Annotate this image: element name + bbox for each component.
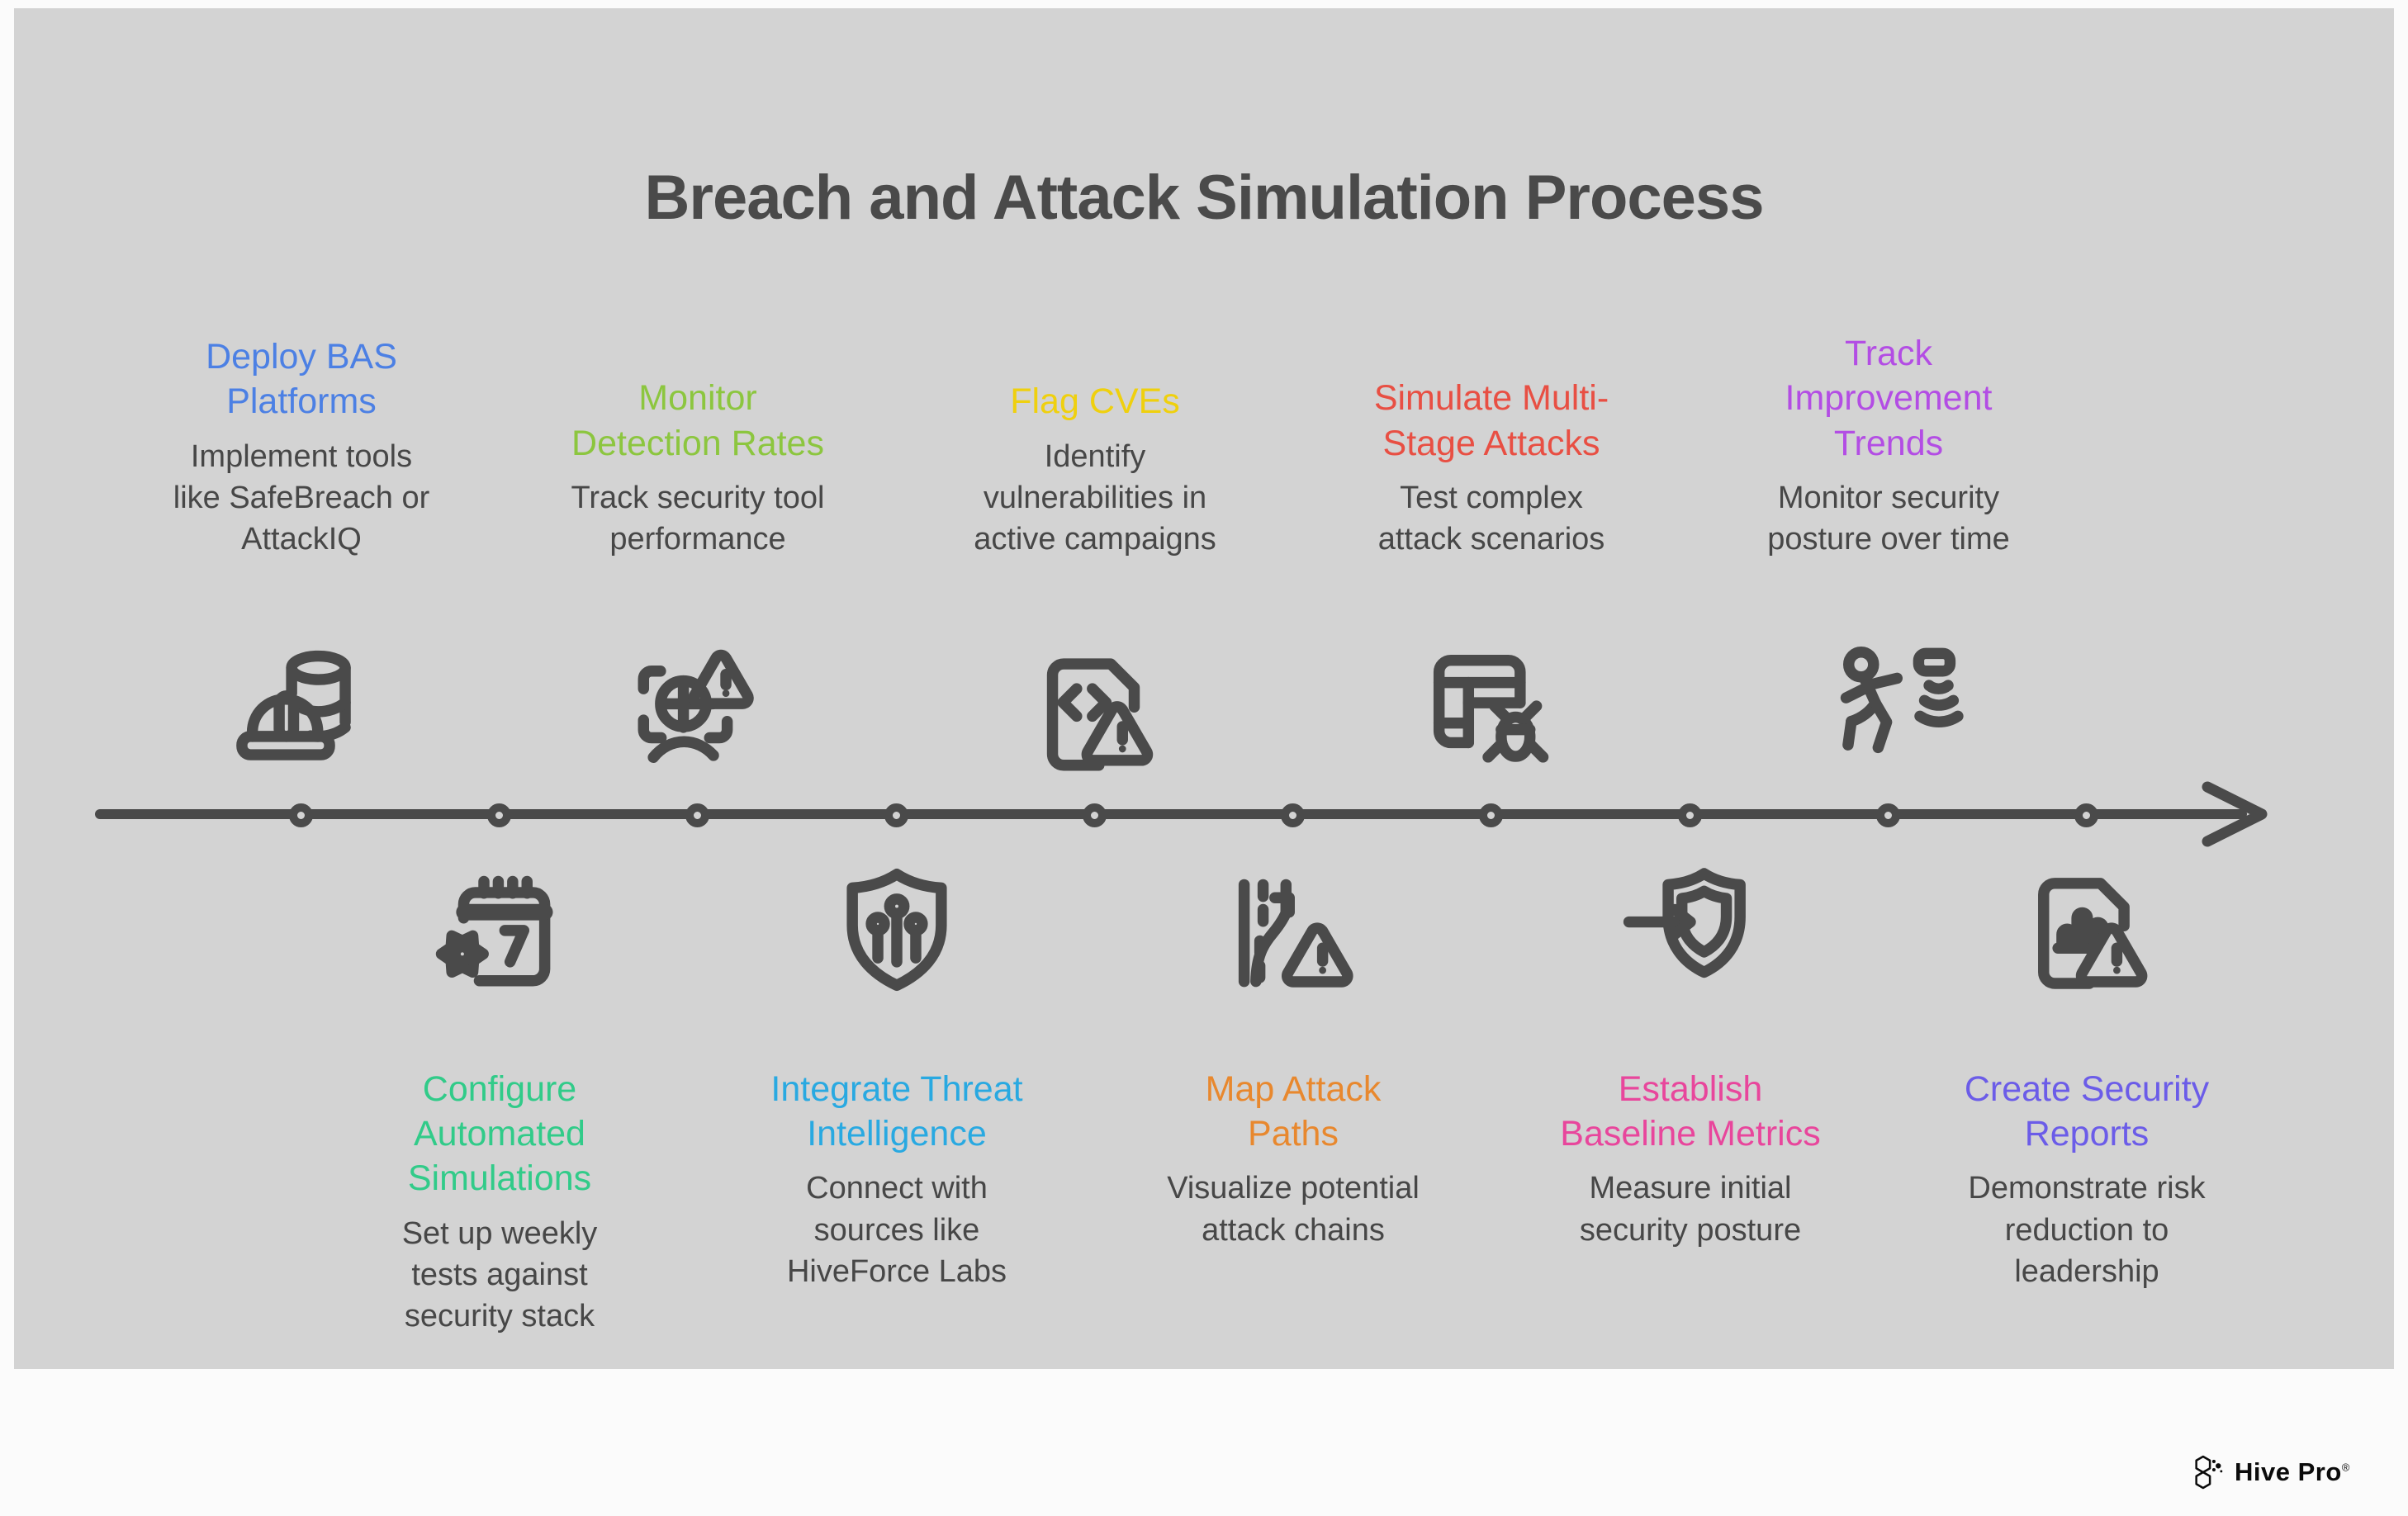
step-establish-baseline-metrics: Establish Baseline Metrics Measure initi… — [1513, 1067, 1868, 1251]
table-bug-icon — [1413, 634, 1570, 791]
step-description: Identify vulnerabilities in active campa… — [974, 438, 1216, 557]
step-description: Set up weekly tests against security sta… — [401, 1215, 598, 1334]
hivepro-hexagons-icon — [2195, 1455, 2223, 1490]
timeline-node — [1876, 803, 1900, 827]
step-title: Map Attack Paths — [1205, 1069, 1382, 1154]
step-description: Implement tools like SafeBreach or Attac… — [173, 438, 430, 557]
step-title: Integrate Threat Intelligence — [770, 1069, 1023, 1154]
timeline-node — [2074, 803, 2098, 827]
page-title: Breach and Attack Simulation Process — [644, 163, 1765, 233]
step-flag-cves: Flag CVEs Identify vulnerabilities in ac… — [917, 287, 1273, 560]
step-track-improvement-trends: Track Improvement Trends Monitor securit… — [1711, 287, 2066, 560]
step-simulate-multi-stage-attacks: Simulate Multi- Stage Attacks Test compl… — [1314, 287, 1669, 560]
timeline-node — [487, 803, 511, 827]
hardhat-database-icon — [223, 636, 380, 793]
timeline-node — [1678, 803, 1702, 827]
step-description: Visualize potential attack chains — [1167, 1171, 1420, 1248]
step-description: Demonstrate risk reduction to leadership — [1968, 1171, 2206, 1289]
code-file-alert-icon — [1017, 636, 1173, 793]
step-description: Connect with sources like HiveForce Labs — [786, 1171, 1007, 1289]
timeline-node — [685, 803, 709, 827]
step-title: Establish Baseline Metrics — [1560, 1069, 1821, 1154]
report-chart-alert-icon — [2008, 855, 2165, 1011]
step-map-attack-paths: Map Attack Paths Visualize potential att… — [1116, 1067, 1471, 1251]
registered-mark: ® — [2341, 1461, 2350, 1474]
step-configure-automated-simulations: Configure Automated Simulations Set up w… — [322, 1067, 677, 1337]
step-title: Configure Automated Simulations — [407, 1069, 592, 1199]
timeline-node — [1083, 803, 1107, 827]
attack-path-alert-icon — [1215, 855, 1372, 1011]
step-title: Deploy BAS Platforms — [206, 337, 397, 422]
timeline-node — [884, 803, 908, 827]
timeline-node — [1479, 803, 1503, 827]
timeline-node — [289, 803, 313, 827]
step-title: Track Improvement Trends — [1785, 334, 1993, 463]
step-integrate-threat-intelligence: Integrate Threat Intelligence Connect wi… — [719, 1067, 1074, 1292]
runner-signal-icon — [1810, 632, 1967, 789]
brand-logo: Hive Pro® — [2193, 1453, 2350, 1491]
step-description: Measure initial security posture — [1579, 1171, 1802, 1248]
timeline-node — [1281, 803, 1305, 827]
step-create-security-reports: Create Security Reports Demonstrate risk… — [1909, 1067, 2264, 1292]
infographic-canvas — [14, 8, 2394, 1369]
step-deploy-bas-platforms: Deploy BAS Platforms Implement tools lik… — [124, 287, 479, 560]
step-title: Monitor Detection Rates — [571, 378, 824, 463]
step-monitor-detection-rates: Monitor Detection Rates Track security t… — [520, 287, 875, 560]
step-title: Simulate Multi- Stage Attacks — [1373, 378, 1609, 463]
step-description: Track security tool performance — [571, 480, 825, 557]
brand-name: Hive Pro® — [2235, 1457, 2350, 1486]
calendar-gear-icon — [421, 855, 578, 1011]
radar-alert-icon — [619, 636, 776, 793]
shield-login-arrow-icon — [1612, 855, 1769, 1011]
step-description: Test complex attack scenarios — [1377, 480, 1605, 557]
shield-circuit-icon — [818, 855, 975, 1011]
step-title: Create Security Reports — [1964, 1069, 2210, 1154]
step-title: Flag CVEs — [1010, 381, 1180, 422]
step-description: Monitor security posture over time — [1767, 480, 2010, 557]
